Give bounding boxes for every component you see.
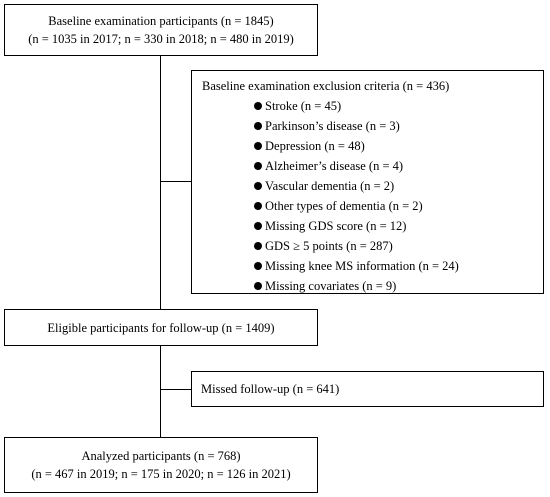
exclusion-item-label: Stroke (n = 45) xyxy=(265,98,342,113)
exclusion-title: Baseline examination exclusion criteria … xyxy=(202,79,450,93)
exclusion-item-label: Missing GDS score (n = 12) xyxy=(265,218,407,233)
baseline-breakdown: (n = 1035 in 2017; n = 330 in 2018; n = … xyxy=(28,32,294,46)
connector-eligible-to-analyzed xyxy=(160,346,162,437)
analyzed-breakdown: (n = 467 in 2019; n = 175 in 2020; n = 1… xyxy=(31,467,291,481)
exclusion-item-label: Other types of dementia (n = 2) xyxy=(265,198,423,213)
bullet-icon xyxy=(254,122,262,130)
bullet-icon xyxy=(254,222,262,230)
bullet-icon xyxy=(254,102,262,110)
bullet-icon xyxy=(254,262,262,270)
list-item: Stroke (n = 45) xyxy=(254,96,459,116)
exclusion-list: Stroke (n = 45) Parkinson’s disease (n =… xyxy=(254,96,459,296)
connector-to-exclusion xyxy=(160,181,191,183)
list-item: GDS ≥ 5 points (n = 287) xyxy=(254,236,459,256)
exclusion-item-label: Alzheimer’s disease (n = 4) xyxy=(265,158,404,173)
list-item: Missing knee MS information (n = 24) xyxy=(254,256,459,276)
baseline-title: Baseline examination participants (n = 1… xyxy=(48,14,274,28)
bullet-icon xyxy=(254,162,262,170)
list-item: Alzheimer’s disease (n = 4) xyxy=(254,156,459,176)
analyzed-title: Analyzed participants (n = 768) xyxy=(81,449,241,463)
list-item: Depression (n = 48) xyxy=(254,136,459,156)
baseline-participants-box: Baseline examination participants (n = 1… xyxy=(4,4,318,56)
exclusion-item-label: Missing covariates (n = 9) xyxy=(265,278,397,293)
exclusion-item-label: Vascular dementia (n = 2) xyxy=(265,178,395,193)
exclusion-item-label: Depression (n = 48) xyxy=(265,138,365,153)
eligible-participants-box: Eligible participants for follow-up (n =… xyxy=(4,309,318,346)
exclusion-item-label: Missing knee MS information (n = 24) xyxy=(265,258,459,273)
list-item: Vascular dementia (n = 2) xyxy=(254,176,459,196)
connector-to-missed xyxy=(160,389,191,391)
connector-baseline-to-eligible xyxy=(160,56,162,309)
list-item: Missing GDS score (n = 12) xyxy=(254,216,459,236)
bullet-icon xyxy=(254,202,262,210)
list-item: Missing covariates (n = 9) xyxy=(254,276,459,296)
bullet-icon xyxy=(254,242,262,250)
exclusion-item-label: GDS ≥ 5 points (n = 287) xyxy=(265,238,393,253)
bullet-icon xyxy=(254,142,262,150)
missed-follow-up-box: Missed follow-up (n = 641) xyxy=(191,371,544,407)
bullet-icon xyxy=(254,182,262,190)
missed-label: Missed follow-up (n = 641) xyxy=(201,382,340,396)
list-item: Other types of dementia (n = 2) xyxy=(254,196,459,216)
exclusion-criteria-box: Baseline examination exclusion criteria … xyxy=(191,70,544,294)
eligible-label: Eligible participants for follow-up (n =… xyxy=(47,320,275,335)
list-item: Parkinson’s disease (n = 3) xyxy=(254,116,459,136)
analyzed-participants-box: Analyzed participants (n = 768) (n = 467… xyxy=(4,437,318,493)
exclusion-item-label: Parkinson’s disease (n = 3) xyxy=(265,118,400,133)
bullet-icon xyxy=(254,282,262,290)
